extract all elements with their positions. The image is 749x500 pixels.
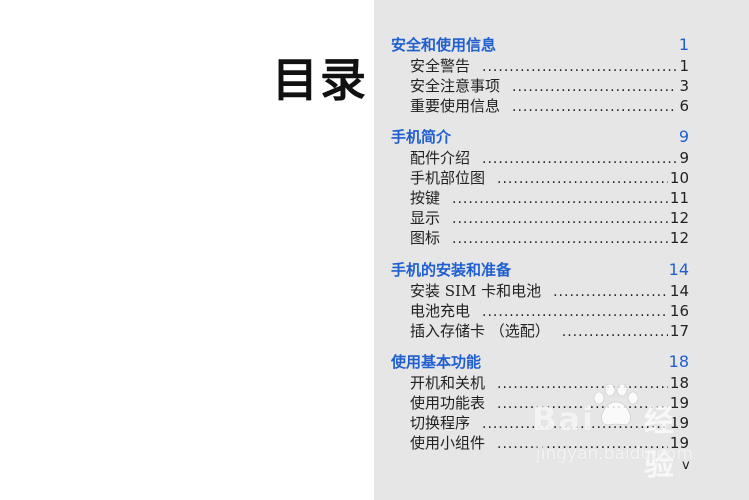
section-title: 手机的安装和准备: [391, 261, 512, 279]
dot-leader: [497, 434, 668, 454]
dot-leader: [497, 169, 668, 189]
entry-label: 配件介绍: [410, 149, 471, 167]
table-of-contents-panel: 安全和使用信息 1 安全警告 1 安全注意事项 3 重要使用信息 6 手机简介 …: [374, 0, 749, 500]
entry-page-number: 1: [679, 57, 689, 75]
entry-label: 按键: [410, 189, 441, 207]
entry-page-number: 16: [669, 302, 689, 320]
section-title: 安全和使用信息: [391, 36, 497, 54]
toc-entry[interactable]: 切换程序 19: [391, 413, 689, 433]
dot-leader: [452, 189, 668, 209]
toc-section-heading[interactable]: 手机简介 9: [391, 126, 689, 148]
entry-label: 显示: [410, 209, 441, 227]
toc-entry[interactable]: 安装 SIM 卡和电池 14: [391, 281, 689, 301]
entry-label: 安装 SIM 卡和电池: [410, 282, 542, 300]
dot-leader: [452, 209, 668, 229]
entry-page-number: 6: [679, 97, 689, 115]
section-title: 使用基本功能: [391, 353, 482, 371]
toc-entry[interactable]: 按键 11: [391, 188, 689, 208]
entry-label: 插入存储卡 （选配）: [410, 322, 550, 340]
toc-section-heading[interactable]: 使用基本功能 18: [391, 351, 689, 373]
dot-leader: [512, 77, 677, 97]
dot-leader: [452, 229, 668, 249]
page-number: v: [682, 458, 690, 473]
entry-page-number: 10: [669, 169, 689, 187]
entry-page-number: 3: [679, 77, 689, 95]
entry-page-number: 19: [669, 414, 689, 432]
dot-leader: [497, 374, 668, 394]
dot-leader: [512, 97, 677, 117]
entry-label: 开机和关机: [410, 374, 486, 392]
toc-section-heading[interactable]: 安全和使用信息 1: [391, 34, 689, 56]
toc-entry[interactable]: 安全警告 1: [391, 56, 689, 76]
dot-leader: [482, 57, 677, 77]
entry-label: 切换程序: [410, 414, 471, 432]
section-page-number: 1: [678, 35, 689, 54]
entry-label: 电池充电: [410, 302, 471, 320]
section-title: 手机简介: [391, 128, 452, 146]
dot-leader: [482, 149, 677, 169]
entry-label: 安全注意事项: [410, 77, 501, 95]
toc-entry[interactable]: 电池充电 16: [391, 301, 689, 321]
dot-leader: [562, 322, 668, 342]
toc-entry[interactable]: 手机部位图 10: [391, 168, 689, 188]
left-page: 目录: [0, 0, 374, 500]
entry-page-number: 12: [669, 229, 689, 247]
entry-label: 安全警告: [410, 57, 471, 75]
entry-page-number: 17: [669, 322, 689, 340]
entry-label: 手机部位图: [410, 169, 486, 187]
entry-page-number: 11: [669, 189, 689, 207]
entry-page-number: 12: [669, 209, 689, 227]
entry-page-number: 14: [669, 282, 689, 300]
toc-entry[interactable]: 使用功能表 19: [391, 393, 689, 413]
entry-label: 使用功能表: [410, 394, 486, 412]
toc-section: 手机的安装和准备 14 安装 SIM 卡和电池 14 电池充电 16 插入存储卡…: [391, 259, 689, 341]
dot-leader: [553, 282, 668, 302]
toc-section-heading[interactable]: 手机的安装和准备 14: [391, 259, 689, 281]
toc-entry[interactable]: 插入存储卡 （选配） 17: [391, 321, 689, 341]
toc-entry[interactable]: 使用小组件 19: [391, 433, 689, 453]
entry-label: 图标: [410, 229, 441, 247]
toc-entry[interactable]: 图标 12: [391, 228, 689, 248]
toc-entry[interactable]: 安全注意事项 3: [391, 76, 689, 96]
entry-label: 使用小组件: [410, 434, 486, 452]
toc-entry[interactable]: 配件介绍 9: [391, 148, 689, 168]
toc-entry[interactable]: 显示 12: [391, 208, 689, 228]
section-page-number: 18: [668, 352, 689, 371]
toc-entry[interactable]: 重要使用信息 6: [391, 96, 689, 116]
toc-section: 使用基本功能 18 开机和关机 18 使用功能表 19 切换程序 19 使用小组…: [391, 351, 689, 453]
dot-leader: [482, 414, 668, 434]
dot-leader: [482, 302, 668, 322]
entry-label: 重要使用信息: [410, 97, 501, 115]
entry-page-number: 19: [669, 394, 689, 412]
dot-leader: [497, 394, 668, 414]
toc-entry[interactable]: 开机和关机 18: [391, 373, 689, 393]
section-page-number: 14: [668, 260, 689, 279]
page-title: 目录: [272, 53, 368, 107]
entry-page-number: 18: [669, 374, 689, 392]
toc-section: 安全和使用信息 1 安全警告 1 安全注意事项 3 重要使用信息 6: [391, 34, 689, 116]
entry-page-number: 9: [679, 149, 689, 167]
toc-section: 手机简介 9 配件介绍 9 手机部位图 10 按键 11 显示 12 图标 12: [391, 126, 689, 248]
section-page-number: 9: [678, 127, 689, 146]
entry-page-number: 19: [669, 434, 689, 452]
